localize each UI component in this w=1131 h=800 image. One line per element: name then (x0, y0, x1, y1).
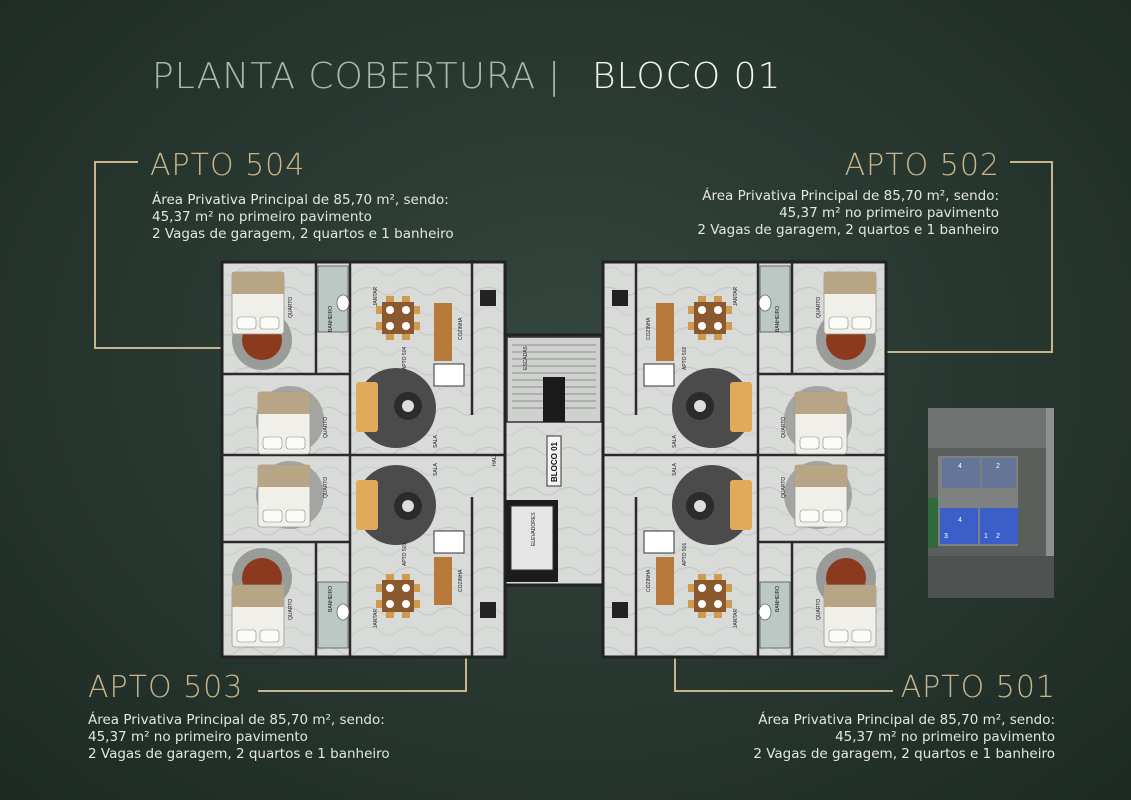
label-banheiro-504: BANHEIRO (328, 306, 334, 332)
apto-501-description: Área Privativa Principal de 85,70 m², se… (753, 712, 1055, 763)
apto-502-heading: APTO 502 (844, 148, 1000, 183)
label-escadas: ESCADAS (523, 345, 529, 370)
label-cozinha-503: COZINHA (458, 569, 464, 592)
apto-503-description: Área Privativa Principal de 85,70 m², se… (88, 712, 390, 763)
label-apto-503: APTO 503 (402, 543, 408, 566)
apto-504-line2: 45,37 m² no primeiro pavimento (152, 209, 372, 225)
callout-502 (885, 161, 1053, 353)
apto-501-heading: APTO 501 (900, 670, 1056, 705)
right-walls (603, 262, 886, 657)
right-living (612, 290, 752, 618)
site-unit-3: 3 (944, 533, 948, 540)
site-unit-4a: 4 (958, 463, 962, 470)
label-sala-503: SALA (433, 463, 439, 476)
apto-503-line1: Área Privativa Principal de 85,70 m², se… (88, 712, 385, 728)
label-jantar-504: JANTAR (373, 287, 379, 306)
callout-504 (94, 161, 222, 349)
apto-502-description: Área Privativa Principal de 85,70 m², se… (697, 188, 999, 239)
title-plan: PLANTA COBERTURA (152, 56, 537, 97)
site-unit-4: 4 (958, 517, 962, 524)
label-cozinha-502: COZINHA (646, 317, 652, 340)
left-living (356, 290, 496, 618)
apto-504-line1: Área Privativa Principal de 85,70 m², se… (152, 192, 449, 208)
apto-502-line1: Área Privativa Principal de 85,70 m², se… (702, 188, 999, 204)
label-banheiro-502: BANHEIRO (775, 306, 781, 332)
label-cozinha-501: COZINHA (646, 569, 652, 592)
site-unit-2: 2 (996, 533, 1000, 540)
label-elevadores: ELEVADORES (531, 512, 537, 546)
label-quarto-504: QUARTO (288, 297, 294, 318)
apto-504-heading: APTO 504 (150, 148, 306, 183)
label-sala-502: SALA (672, 435, 678, 448)
label-sala-504: SALA (433, 435, 439, 448)
label-cozinha-504: COZINHA (458, 317, 464, 340)
label-banheiro-501: BANHEIRO (775, 586, 781, 612)
apto-502-line2: 45,37 m² no primeiro pavimento (779, 205, 999, 221)
apto-504-line3: 2 Vagas de garagem, 2 quartos e 1 banhei… (152, 226, 454, 242)
label-quarto-501: QUARTO (816, 599, 822, 620)
title-block: BLOCO 01 (592, 56, 782, 97)
left-bedrooms (231, 271, 324, 648)
label-quarto-503: QUARTO (288, 599, 294, 620)
site-unit-1: 1 (984, 533, 988, 540)
apto-501-line1: Área Privativa Principal de 85,70 m², se… (758, 712, 1055, 728)
label-banheiro-503: BANHEIRO (328, 586, 334, 612)
apto-503-line3: 2 Vagas de garagem, 2 quartos e 1 banhei… (88, 746, 390, 762)
label-quarto-504b: QUARTO (323, 417, 329, 438)
apto-501-line2: 45,37 m² no primeiro pavimento (835, 729, 1055, 745)
apto-503-heading: APTO 503 (88, 670, 244, 705)
label-jantar-503: JANTAR (373, 609, 379, 628)
apto-501-line3: 2 Vagas de garagem, 2 quartos e 1 banhei… (753, 746, 1055, 762)
label-apto-501: APTO 501 (682, 543, 688, 566)
site-unit-2a: 2 (996, 463, 1000, 470)
left-walls (222, 262, 505, 657)
apto-502-line3: 2 Vagas de garagem, 2 quartos e 1 banhei… (697, 222, 999, 238)
label-quarto-503b: QUARTO (323, 477, 329, 498)
label-quarto-501b: QUARTO (781, 477, 787, 498)
core (506, 336, 602, 582)
label-apto-504: APTO 504 (402, 347, 408, 370)
label-quarto-502: QUARTO (816, 297, 822, 318)
label-hall: HALL (492, 453, 498, 466)
apto-504-description: Área Privativa Principal de 85,70 m², se… (152, 192, 454, 243)
label-jantar-502: JANTAR (733, 287, 739, 306)
label-quarto-502b: QUARTO (781, 417, 787, 438)
apto-503-line2: 45,37 m² no primeiro pavimento (88, 729, 308, 745)
label-apto-502: APTO 502 (682, 347, 688, 370)
right-bedrooms (784, 271, 877, 648)
title-separator: | (548, 56, 562, 97)
label-jantar-501: JANTAR (733, 609, 739, 628)
label-sala-501: SALA (672, 463, 678, 476)
site-plan: 4 2 4 3 1 2 (928, 408, 1054, 598)
label-bloco: BLOCO 01 (550, 441, 559, 482)
